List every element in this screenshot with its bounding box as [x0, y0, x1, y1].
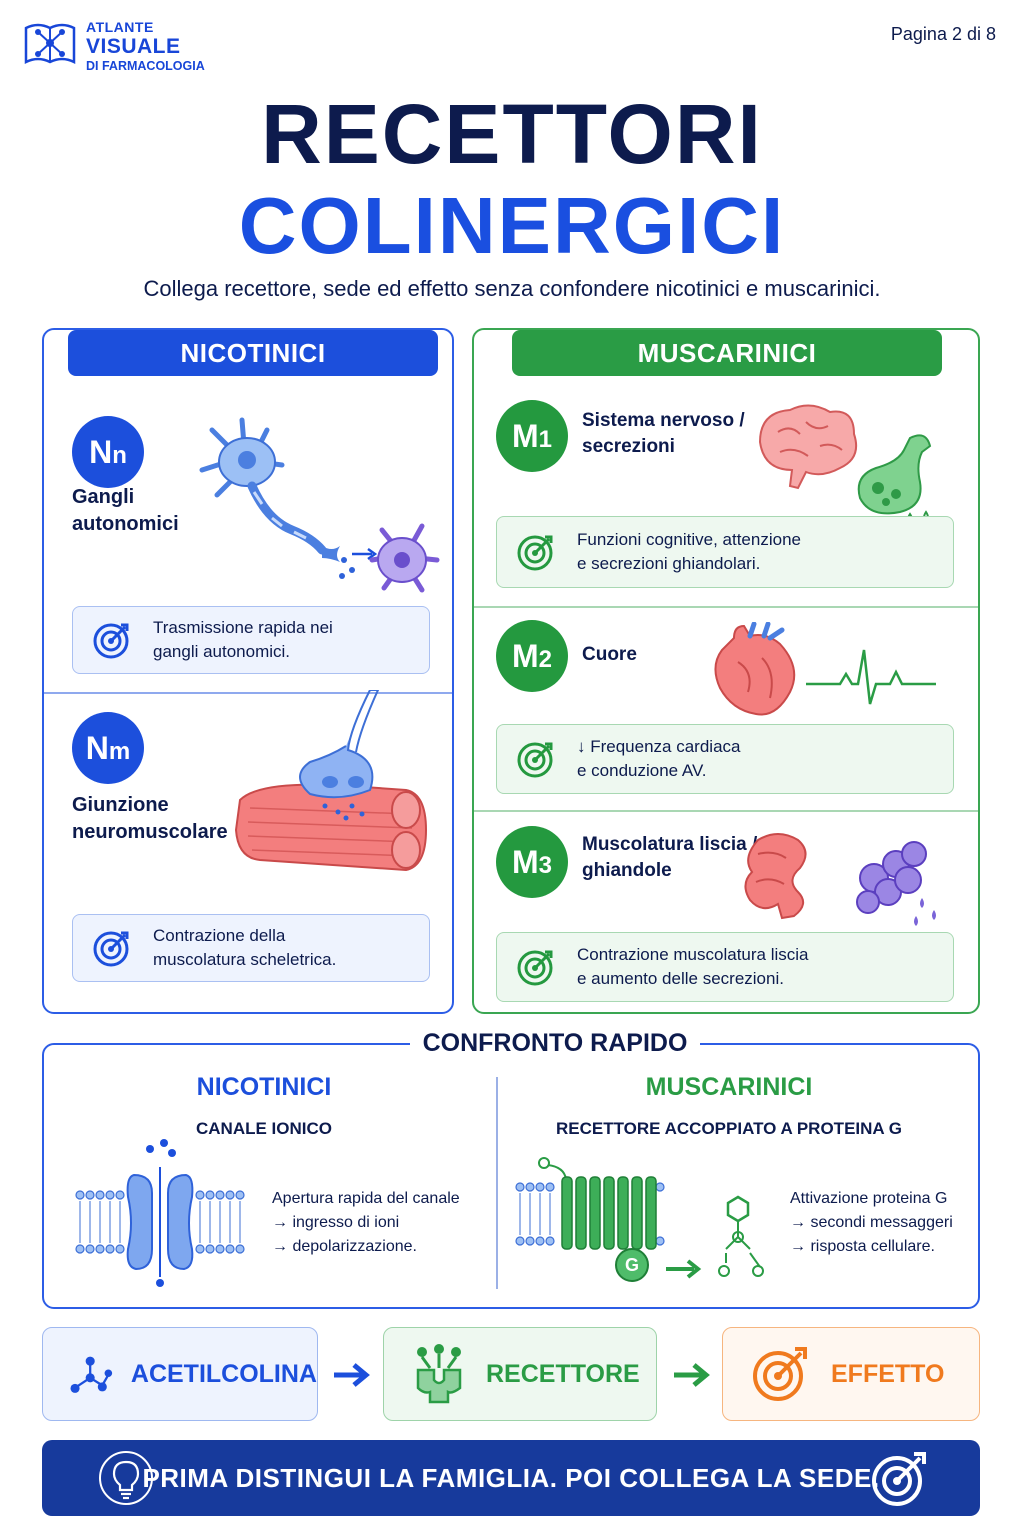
badge-nn: Nn — [72, 416, 144, 488]
badge-nn-sub: n — [112, 442, 127, 469]
page-number: Pagina 2 di 8 — [890, 24, 996, 44]
gpcr-illustration: G — [515, 1157, 764, 1282]
banner-text: PRIMA DISTINGUI LA FAMIGLIA. POI COLLEGA… — [142, 1463, 880, 1493]
badge-m1: M1 — [496, 400, 568, 472]
comparison-title: CONFRONTO RAPIDO — [410, 1029, 700, 1058]
logo-line2: VISUALE — [86, 35, 181, 58]
flow-step2-label: RECETTORE — [486, 1359, 640, 1388]
site-gangli: Gangli autonomici — [72, 486, 179, 535]
target-icon — [517, 535, 553, 571]
badge-m3: M3 — [496, 826, 568, 898]
footer-banner: PRIMA DISTINGUI LA FAMIGLIA. POI COLLEGA… — [42, 1440, 980, 1516]
target-icon — [93, 931, 129, 967]
nicotinici-panel: NICOTINICI Nn Gangli autonomici Trasmiss… — [42, 328, 454, 1014]
comparison-separator — [496, 1077, 498, 1289]
logo-line1: ATLANTE — [86, 19, 154, 35]
neuromuscular-illustration — [234, 690, 428, 872]
badge-m2-sub: 2 — [538, 646, 552, 673]
nic-divider — [44, 692, 452, 694]
cmp-nic-text: Apertura rapida del canale → ingresso di… — [272, 1190, 460, 1255]
cmp-nic-type: CANALE IONICO — [196, 1119, 332, 1138]
badge-nm: Nm — [72, 712, 144, 784]
brain-gland-illustration — [758, 404, 939, 540]
flow-recettore: RECETTORE — [383, 1327, 657, 1421]
molecule-icon — [70, 1356, 113, 1393]
site-giunzione: Giunzione neuromuscolare — [72, 794, 228, 843]
cmp-nic-heading: NICOTINICI — [196, 1073, 332, 1101]
badge-nm-sub: m — [108, 738, 131, 765]
badge-m2: M2 — [496, 620, 568, 692]
effect-m2: ↓ Frequenza cardiaca e conduzione AV. — [496, 724, 954, 794]
logo-text: ATLANTE VISUALE DI FARMACOLOGIA — [86, 20, 205, 73]
effect-nn-text: Trasmissione rapida nei gangli autonomic… — [153, 618, 333, 661]
page-subtitle: Collega recettore, sede ed effetto senza… — [143, 276, 881, 301]
effect-m1-text: Funzioni cognitive, attenzione e secrezi… — [577, 530, 801, 573]
target-icon — [93, 623, 129, 659]
effect-m1: Funzioni cognitive, attenzione e secrezi… — [496, 516, 954, 588]
badge-m1-sub: 1 — [538, 426, 552, 453]
badge-m2-main: M — [511, 638, 539, 674]
flow-acetilcolina: ACETILCOLINA — [42, 1327, 318, 1421]
mus-divider-2 — [474, 810, 978, 812]
site-muscolatura: Muscolatura liscia / ghiandole — [582, 834, 757, 881]
target-icon — [517, 950, 553, 986]
muscarinici-heading: MUSCARINICI — [512, 330, 942, 376]
ion-channel-illustration — [75, 1139, 245, 1287]
flow-effetto: EFFETTO — [722, 1327, 980, 1421]
badge-m3-main: M — [511, 844, 539, 880]
cmp-mus-text: Attivazione proteina G → secondi messagg… — [790, 1190, 953, 1255]
heart-ecg-illustration — [714, 622, 936, 716]
badge-m1-main: M — [511, 418, 539, 454]
effect-nm: Contrazione della muscolatura scheletric… — [72, 914, 430, 982]
arrow-right-icon — [334, 1363, 370, 1387]
target-icon — [517, 742, 553, 778]
effect-m2-text: ↓ Frequenza cardiaca e conduzione AV. — [577, 737, 741, 780]
page-title-line2: COLINERGICI — [238, 181, 786, 270]
cmp-mus-heading: MUSCARINICI — [645, 1073, 813, 1101]
flow-step3-label: EFFETTO — [831, 1359, 945, 1388]
badge-nn-main: N — [89, 434, 113, 470]
nicotinici-heading: NICOTINICI — [68, 330, 438, 376]
badge-nm-main: N — [85, 730, 109, 766]
effect-m3-text: Contrazione muscolatura liscia e aumento… — [577, 945, 809, 988]
g-protein-label: G — [625, 1255, 639, 1275]
flow-step1-label: ACETILCOLINA — [130, 1359, 317, 1388]
cmp-mus-type: RECETTORE ACCOPPIATO A PROTEINA G — [555, 1119, 902, 1138]
arrow-right-icon — [674, 1363, 710, 1387]
muscarinici-panel: MUSCARINICI M1 Sistema nervoso / secrezi… — [472, 328, 980, 1014]
effect-nn: Trasmissione rapida nei gangli autonomic… — [72, 606, 430, 674]
site-sistema-nervoso: Sistema nervoso / secrezioni — [582, 410, 745, 457]
mus-divider-1 — [474, 606, 978, 608]
lightbulb-icon — [99, 1451, 153, 1505]
effect-m3: Contrazione muscolatura liscia e aumento… — [496, 932, 954, 1002]
logo: ATLANTE VISUALE DI FARMACOLOGIA — [22, 18, 205, 73]
neurons-illustration — [199, 417, 440, 593]
receptor-icon — [416, 1344, 462, 1404]
site-cuore: Cuore — [582, 644, 637, 665]
logo-line3: DI FARMACOLOGIA — [86, 59, 205, 73]
target-icon — [753, 1347, 807, 1401]
effect-nm-text: Contrazione della muscolatura scheletric… — [153, 926, 337, 969]
book-molecule-icon — [24, 23, 76, 65]
target-icon — [872, 1452, 926, 1506]
page-title-line1: RECETTORI — [261, 87, 763, 181]
badge-m3-sub: 3 — [538, 852, 552, 879]
intestine-gland-illustration — [744, 833, 936, 926]
comparison-panel: CONFRONTO RAPIDO NICOTINICI CANALE IONIC… — [42, 1029, 980, 1309]
